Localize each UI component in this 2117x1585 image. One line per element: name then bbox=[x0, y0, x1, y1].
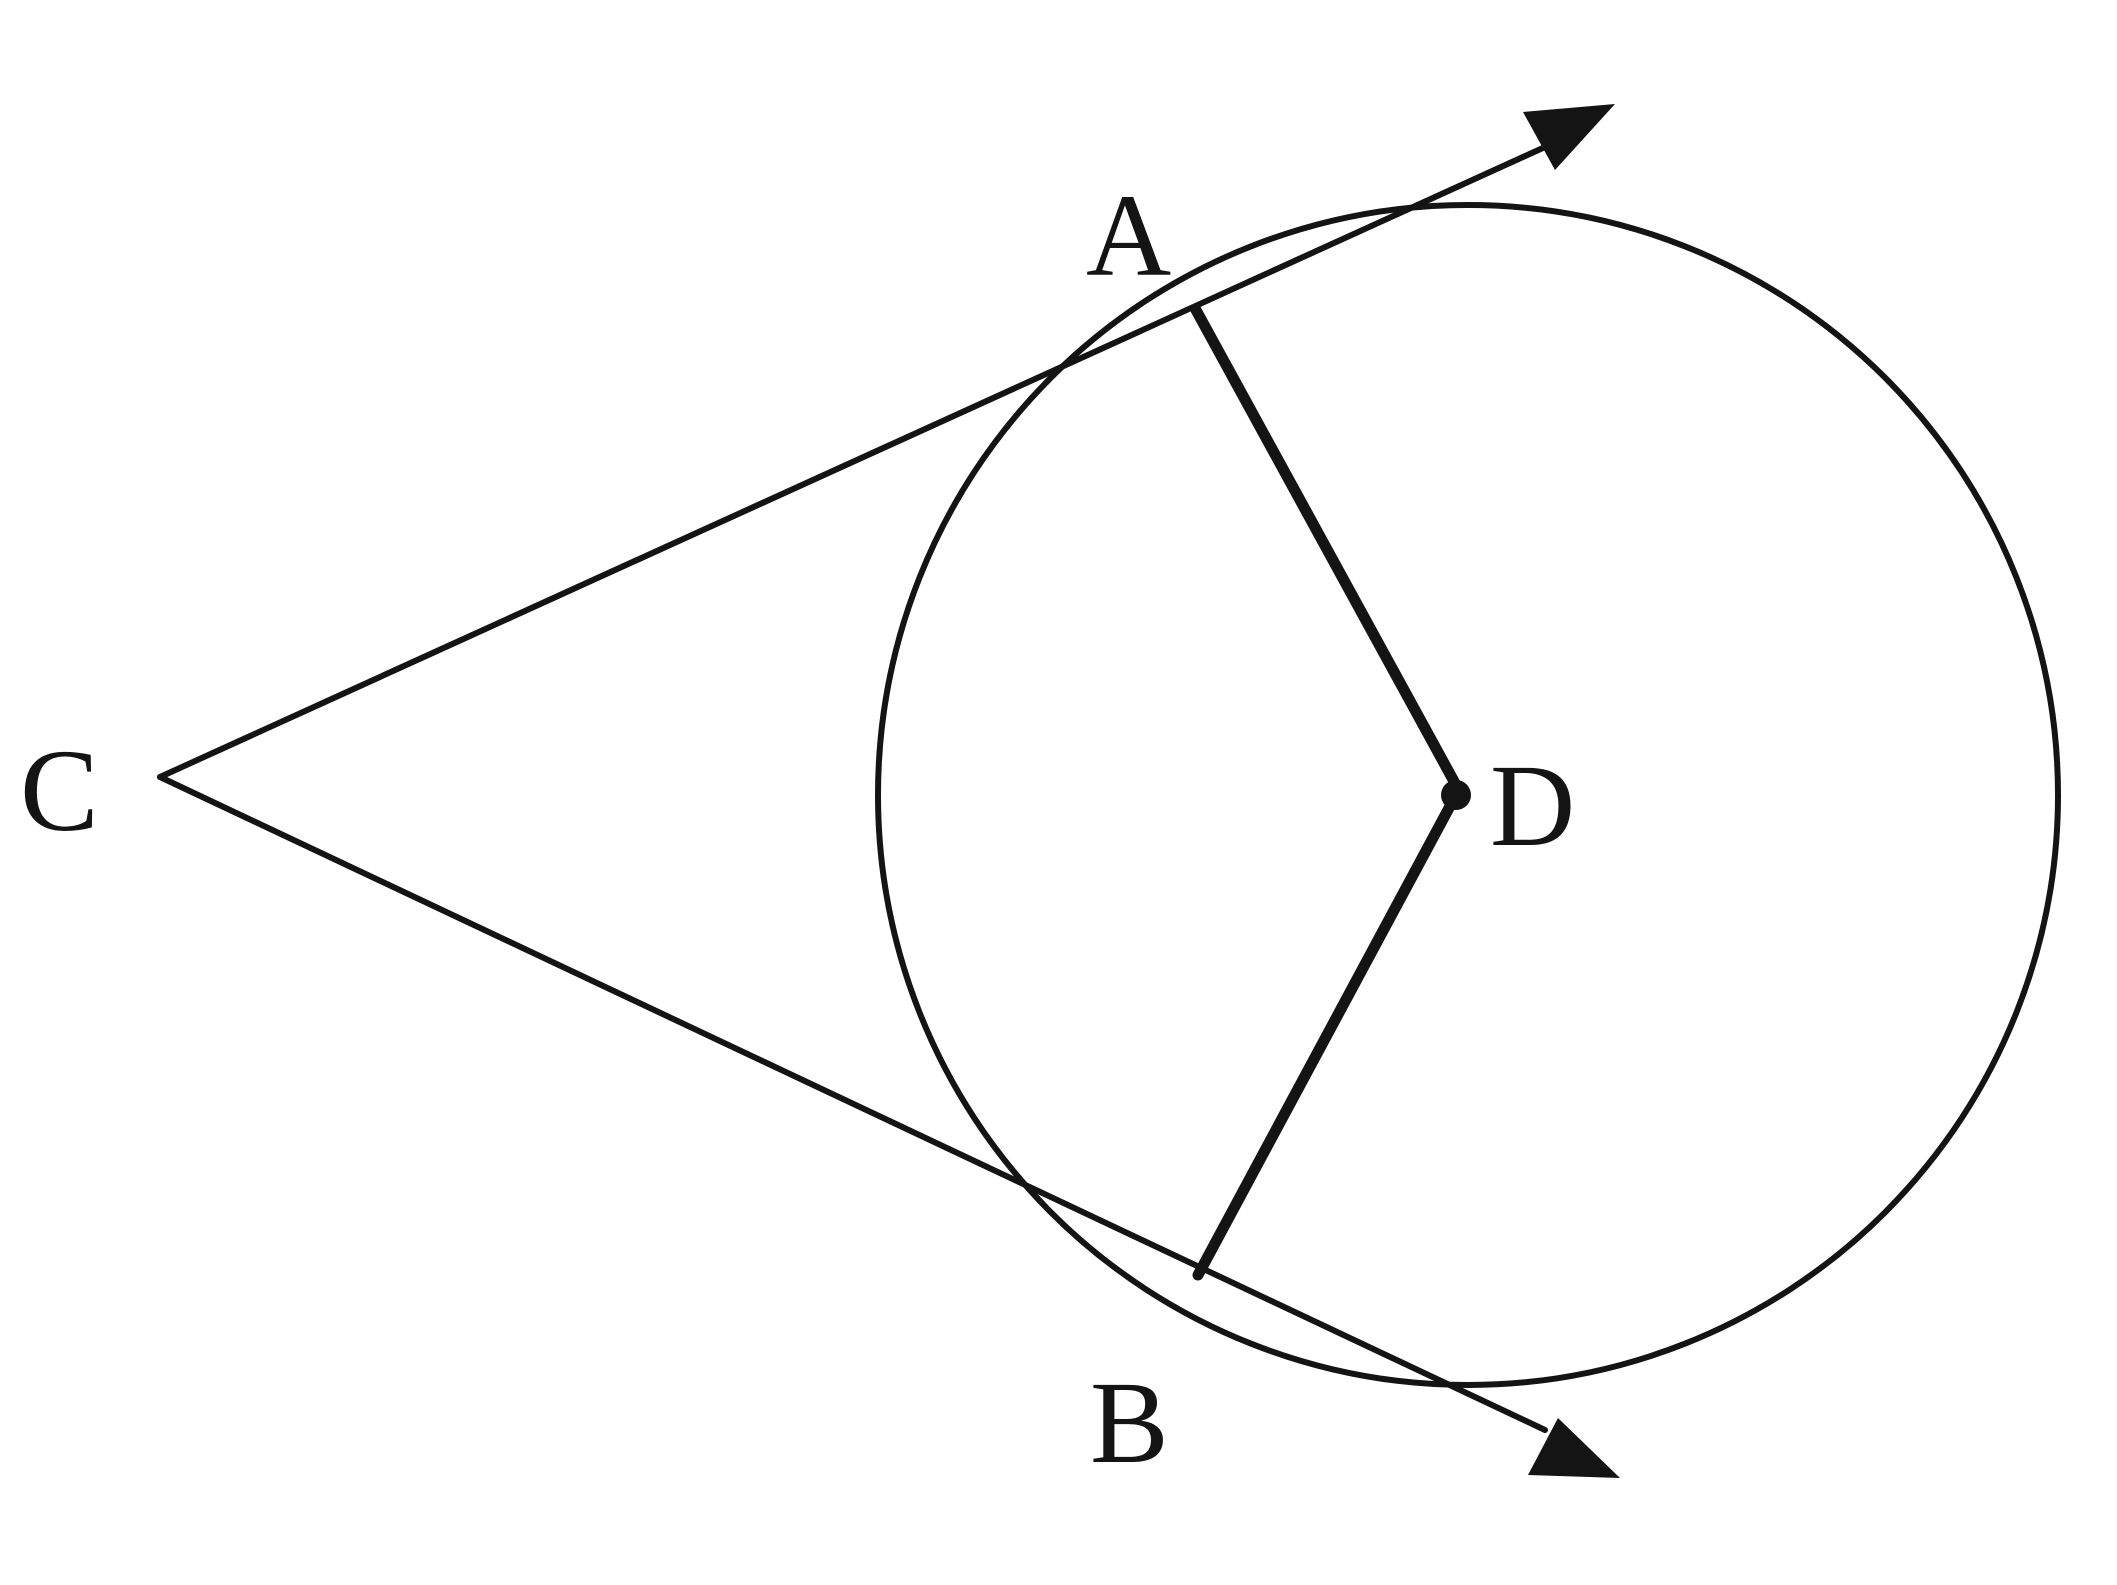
label-b: B bbox=[1090, 1357, 1169, 1488]
tangent-ray-ca bbox=[157, 144, 1548, 780]
arrowhead-lower bbox=[1528, 1418, 1620, 1478]
label-c: C bbox=[20, 725, 99, 856]
radius-da bbox=[1190, 304, 1462, 791]
radius-db bbox=[1192, 789, 1462, 1281]
circle bbox=[875, 202, 2061, 1388]
arrowhead-upper bbox=[1523, 104, 1615, 170]
label-a: A bbox=[1086, 170, 1171, 301]
tangent-ray-cb bbox=[157, 774, 1548, 1433]
label-d: D bbox=[1490, 740, 1575, 871]
center-point-d bbox=[1441, 780, 1471, 810]
